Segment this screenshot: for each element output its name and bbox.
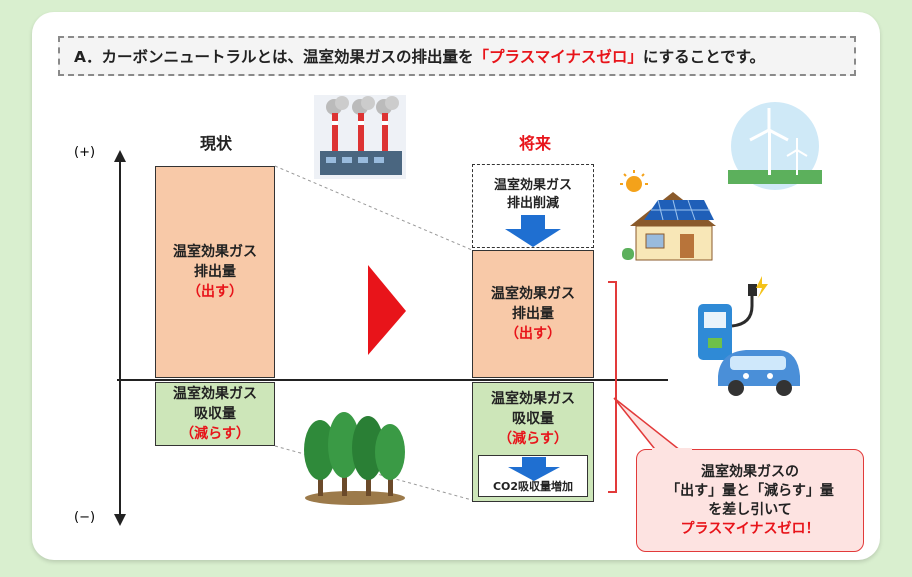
current-emission-label-2: 排出量 <box>194 264 236 280</box>
callout-line-2: 「出す」量と「減らす」量 <box>666 482 834 499</box>
current-emission-label-1: 温室効果ガス <box>173 244 257 260</box>
axis-arrow-up-icon <box>114 150 126 162</box>
current-emission-bar: 温室効果ガス 排出量 （出す） <box>155 166 275 378</box>
axis-plus-label: (+) <box>74 145 96 160</box>
axis-arrow-down-icon <box>114 514 126 526</box>
current-absorption-bar: 温室効果ガス 吸収量 （減らす） <box>155 382 275 446</box>
current-absorption-label-2: 吸収量 <box>194 406 236 422</box>
current-heading: 現状 <box>199 134 232 153</box>
callout-line-3: を差し引いて <box>708 501 792 518</box>
future-emission-label-1: 温室効果ガス <box>491 286 575 302</box>
wind-turbine-icon <box>728 102 822 190</box>
current-absorption-label-3: （減らす） <box>180 426 250 442</box>
ev-car-charger-icon <box>698 276 800 396</box>
future-absorption-label-2: 吸収量 <box>512 411 554 427</box>
future-heading: 将来 <box>518 134 551 153</box>
current-absorption-label-1: 温室効果ガス <box>173 386 257 402</box>
solar-house-icon <box>620 170 716 261</box>
future-emission-label-3: （出す） <box>505 326 561 342</box>
title-suffix: にすることです。 <box>642 48 766 66</box>
vertical-axis <box>119 160 121 520</box>
title-banner: A．カーボンニュートラルとは、温室効果ガスの排出量を「プラスマイナスゼロ」にする… <box>58 36 856 76</box>
transition-arrow-icon <box>368 265 406 355</box>
callout-line-4: プラスマイナスゼロ！ <box>680 520 820 537</box>
future-emission-bar: 温室効果ガス 排出量 （出す） <box>472 250 594 378</box>
factory-icon <box>314 95 406 179</box>
callout-pointer-mask <box>652 448 692 452</box>
reduction-down-arrow-icon <box>505 215 561 247</box>
future-absorption-label-1: 温室効果ガス <box>491 391 575 407</box>
future-reduction-label-1: 温室効果ガス <box>493 178 572 193</box>
axis-minus-label: (−) <box>74 510 96 525</box>
current-emission-label-3: （出す） <box>187 284 243 300</box>
callout-line-1: 温室効果ガスの <box>701 463 799 480</box>
balance-callout: 温室効果ガスの 「出す」量と「減らす」量 を差し引いて プラスマイナスゼロ！ <box>636 449 864 552</box>
forest-icon <box>304 412 405 505</box>
future-emission-label-2: 排出量 <box>512 306 554 322</box>
future-reduction-label-2: 排出削減 <box>506 196 559 211</box>
title-prefix: A．カーボンニュートラルとは、温室効果ガスの排出量を <box>74 48 474 66</box>
co2-increase-label: CO2吸収量増加 <box>492 480 574 493</box>
zero-baseline <box>117 379 668 381</box>
title-highlight: 「プラスマイナスゼロ」 <box>473 48 643 66</box>
future-absorption-label-3: （減らす） <box>498 431 568 447</box>
co2-down-arrow-icon <box>508 457 560 481</box>
